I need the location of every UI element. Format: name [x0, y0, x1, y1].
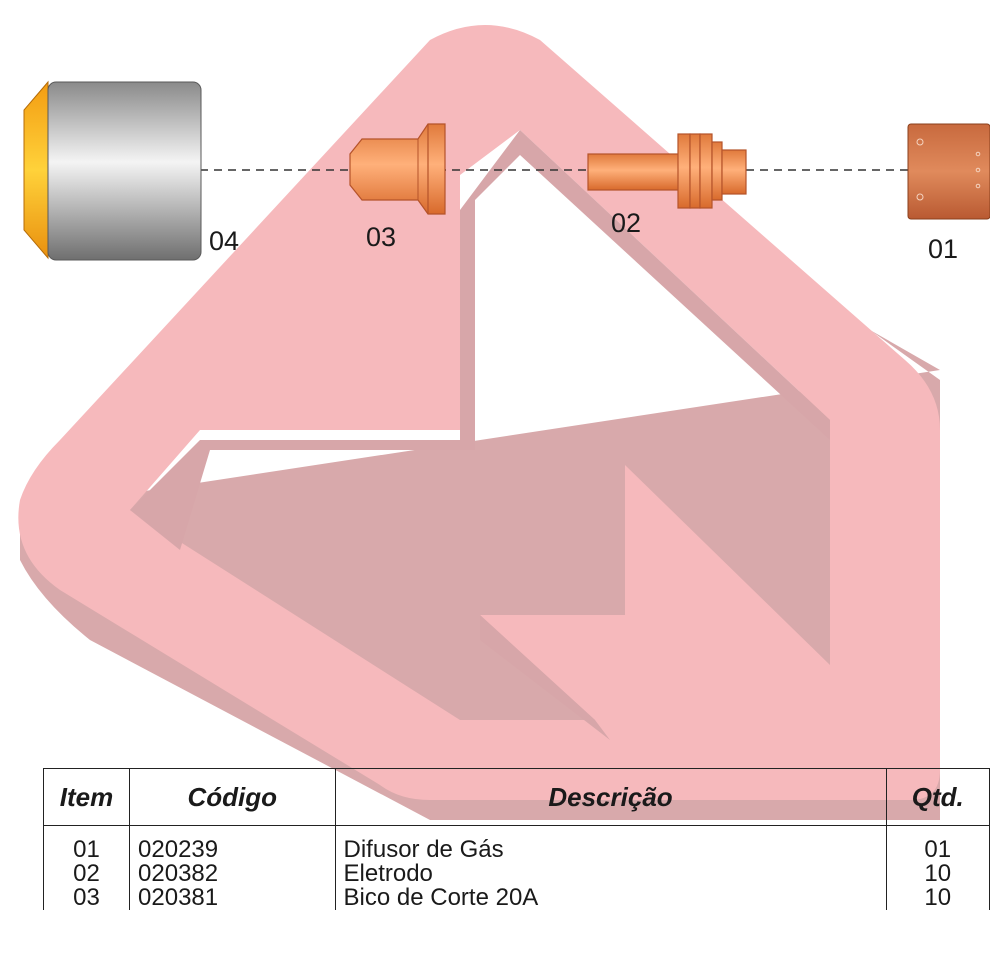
watermark-inner-shadow — [130, 130, 830, 550]
cell-description: Eletrodo — [334, 862, 887, 886]
part-01-gas-diffuser — [907, 123, 990, 220]
electrode-collar-3 — [699, 133, 713, 209]
watermark-arrow — [480, 465, 830, 720]
header-qty: Qtd. — [885, 768, 990, 826]
part-02-electrode — [587, 133, 747, 209]
table-header-row: Item Código Descrição Qtd. — [42, 768, 990, 826]
table-row: 02 020382 Eletrodo 10 — [42, 862, 990, 886]
electrode-groove — [711, 141, 723, 201]
electrode-collar-2 — [689, 133, 701, 209]
cell-item: 01 — [42, 825, 131, 862]
cell-code: 020239 — [129, 825, 336, 862]
diffuser-hole — [916, 138, 924, 146]
header-item: Item — [42, 768, 131, 826]
part-04-shield-cap — [23, 80, 202, 261]
table-row: 03 020381 Bico de Corte 20A 10 — [42, 886, 990, 910]
cap-steel-body — [47, 81, 202, 261]
part-01-label: 01 — [928, 234, 959, 264]
table-row: 01 020239 Difusor de Gás 01 — [42, 825, 990, 862]
electrode-shaft — [587, 153, 681, 191]
cell-qty: 10 — [885, 886, 990, 910]
cell-code: 020382 — [129, 862, 336, 886]
diffuser-hole — [916, 193, 924, 201]
diffuser-hole — [975, 167, 981, 173]
cell-qty: 10 — [885, 862, 990, 886]
cap-gold-tip — [23, 80, 49, 260]
parts-table: Item Código Descrição Qtd. 01 020239 Dif… — [42, 768, 990, 910]
diffuser-body — [907, 123, 990, 220]
electrode-end — [721, 149, 747, 195]
part-03-nozzle — [349, 123, 446, 215]
header-code: Código — [129, 768, 336, 826]
electrode-collar-1 — [677, 133, 691, 209]
part-02-label: 02 — [611, 208, 642, 238]
watermark-arrow-shadow — [480, 615, 610, 740]
cell-code: 020381 — [129, 886, 336, 910]
cell-item: 02 — [42, 862, 131, 886]
cell-item: 03 — [42, 886, 131, 910]
part-04-label: 04 — [209, 226, 240, 256]
watermark-ring — [18, 25, 941, 800]
cell-description: Bico de Corte 20A — [334, 886, 887, 910]
cell-qty: 01 — [885, 825, 990, 862]
diffuser-hole — [975, 183, 981, 189]
header-description: Descrição — [334, 768, 887, 826]
diffuser-hole — [975, 151, 981, 157]
part-03-label: 03 — [366, 222, 397, 252]
watermark-logo — [18, 25, 941, 820]
cell-description: Difusor de Gás — [334, 825, 887, 862]
